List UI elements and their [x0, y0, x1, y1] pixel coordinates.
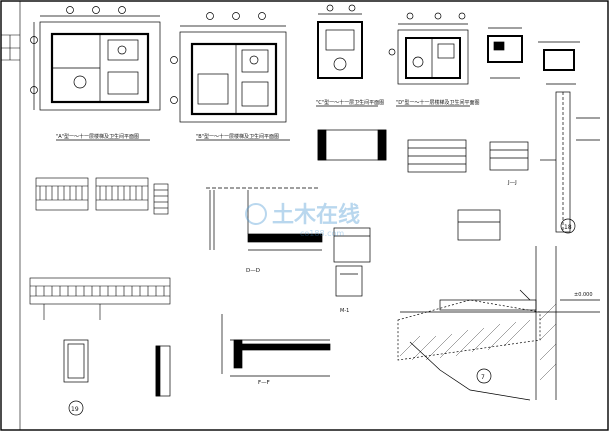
section-d: [206, 187, 323, 251]
section-m1: [333, 227, 371, 297]
small-plans: [487, 27, 580, 85]
stair-details: [317, 129, 529, 241]
watermark: 土木在线 co188.com: [245, 202, 360, 238]
grid-18: 18: [564, 224, 572, 231]
label-plan-c: "C"型一～十一层卫生间平面图: [316, 99, 384, 106]
window-detail: [63, 339, 171, 416]
label-section-jj: J—J: [507, 180, 517, 186]
wall-section-right: [540, 91, 600, 234]
label-section-d: D—D: [246, 268, 260, 274]
section-f: [221, 314, 331, 377]
title-strip: [1, 1, 21, 430]
foundation-section: [397, 246, 600, 401]
watermark-brand: 土木在线: [272, 202, 360, 228]
railing-details: [35, 177, 169, 215]
label-plan-d: "D"型一～十一层楼梯及卫生间平面图: [396, 99, 479, 106]
plan-c: [317, 4, 363, 79]
watermark-logo-icon: [245, 203, 267, 225]
watermark-url: co188.com: [300, 229, 344, 238]
grid-7: 7: [481, 374, 485, 381]
plan-b: [170, 12, 287, 123]
label-plan-b: "B"型一～十一层楼梯及卫生间平面图: [196, 133, 279, 140]
label-plan-a: "A"型一～十一层楼梯及卫生间平面图: [56, 133, 139, 140]
foundation-hatch: [399, 303, 557, 381]
plan-d: [388, 12, 469, 85]
label-section-m1: M-1: [340, 308, 349, 314]
elevation-mark: ±0.000: [574, 292, 593, 298]
railing-elevation: [29, 277, 171, 320]
label-section-f: F—F: [258, 380, 270, 386]
grid-19: 19: [71, 406, 79, 413]
plan-a: [30, 6, 161, 111]
